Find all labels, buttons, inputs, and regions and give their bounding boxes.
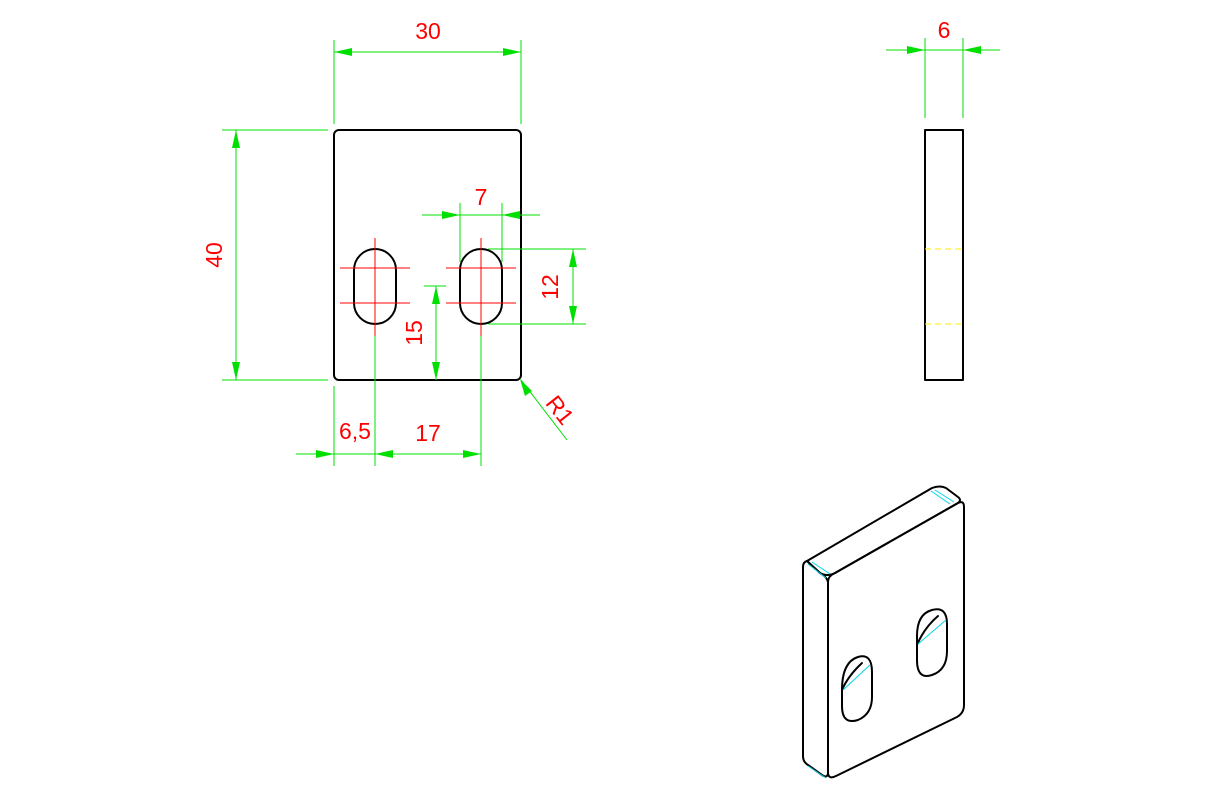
dimension-corner-radius: R1	[520, 379, 580, 441]
dimension-hole-positions: 6,5 17	[296, 336, 482, 466]
dimension-hole-spacing-text: 17	[415, 420, 441, 446]
iso-tangent-lines	[807, 489, 955, 779]
iso-right-slot	[916, 608, 948, 677]
dimension-slot-length: 12	[488, 248, 586, 325]
dimension-hole-offset-text: 6,5	[339, 418, 371, 444]
front-view-dimensions: 30 40 7 12	[201, 18, 586, 466]
iso-top-face	[806, 485, 961, 576]
dimension-height-text: 40	[201, 242, 227, 268]
dimension-corner-radius-text: R1	[541, 390, 580, 429]
iso-left-slot-tangent	[842, 664, 871, 691]
dimension-slot-height: 15	[401, 285, 446, 380]
dimension-width-text: 30	[415, 18, 441, 44]
dimension-width: 30	[333, 18, 522, 124]
iso-left-slot	[841, 655, 873, 722]
iso-left-face	[802, 560, 829, 778]
slot-centerlines	[340, 238, 516, 336]
dimension-thickness-text: 6	[938, 17, 951, 43]
side-view: 6	[886, 17, 1000, 381]
iso-left-slot-inner	[841, 662, 863, 691]
dimension-thickness: 6	[886, 17, 1000, 118]
isometric-view	[802, 485, 965, 779]
dimension-slot-width: 7	[422, 184, 540, 262]
iso-right-slot-inner	[916, 615, 939, 646]
iso-right-slot-tangent	[917, 619, 947, 645]
side-view-outline	[924, 129, 964, 381]
dimension-height: 40	[201, 129, 328, 381]
dimension-slot-height-text: 15	[401, 320, 427, 346]
dimension-slot-width-text: 7	[475, 184, 488, 210]
iso-front-face	[827, 501, 965, 779]
dimension-slot-length-text: 12	[537, 274, 563, 300]
front-view-outline	[333, 129, 522, 381]
front-view	[333, 129, 522, 381]
